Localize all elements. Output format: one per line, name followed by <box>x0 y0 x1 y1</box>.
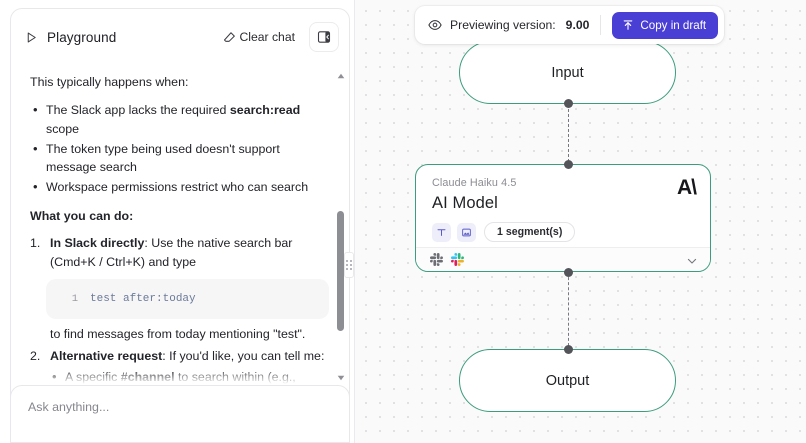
edge-input-to-model <box>567 104 569 162</box>
page-title: Playground <box>47 29 117 45</box>
toolbar-divider <box>600 15 602 35</box>
list-item: The Slack app lacks the required search:… <box>30 100 329 139</box>
step1-bold: In Slack directly <box>50 235 145 250</box>
preview-version-label: Previewing version: <box>450 18 556 32</box>
what-you-can-do-heading: What you can do: <box>30 209 134 224</box>
step2-sub-list: A specific #channel to search within (e.… <box>50 367 329 385</box>
caret-up-icon[interactable] <box>335 71 346 81</box>
ai-model-subtitle: Claude Haiku 4.5 <box>432 177 517 189</box>
step1-text: : Use the native search bar (Cmd+K / Ctr… <box>50 235 293 269</box>
upload-arrow-icon <box>622 19 634 31</box>
chevron-down-icon[interactable] <box>686 254 698 266</box>
list-item: Workspace permissions restrict who can s… <box>30 177 329 197</box>
slack-icon-gray[interactable] <box>430 253 443 266</box>
port-model-input[interactable] <box>563 160 573 169</box>
playground-panel: Playground Clear chat <box>0 0 352 443</box>
node-output[interactable]: Output <box>459 349 676 412</box>
cause-text: Workspace permissions restrict who can s… <box>46 180 309 195</box>
node-ai-model[interactable]: Claude Haiku 4.5 AI Model A\ 1 segment(s… <box>415 164 711 272</box>
ai-model-badges: 1 segment(s) <box>432 222 696 242</box>
clear-chat-button[interactable]: Clear chat <box>221 26 297 48</box>
chat-scrollbar[interactable] <box>335 71 346 383</box>
port-input-output[interactable] <box>563 99 573 108</box>
cause-list: The Slack app lacks the required search:… <box>30 100 329 197</box>
message-intro: This typically happens when: <box>30 75 189 89</box>
caret-down-icon[interactable] <box>335 373 346 383</box>
clear-chat-label: Clear chat <box>239 30 295 44</box>
ai-model-body: Claude Haiku 4.5 AI Model A\ 1 segment(s… <box>416 165 710 248</box>
code-content: test after:today <box>90 292 196 305</box>
text-type-icon[interactable] <box>432 222 451 242</box>
play-triangle-icon <box>25 31 38 44</box>
list-item: In Slack directly: Use the native search… <box>30 234 329 344</box>
list-item: A specific #channel to search within (e.… <box>50 367 329 385</box>
eraser-icon <box>223 31 236 44</box>
slack-icon-color[interactable] <box>451 253 464 266</box>
panel-resize-handle[interactable] <box>344 252 354 278</box>
node-output-label: Output <box>545 372 590 389</box>
steps-list: In Slack directly: Use the native search… <box>30 234 329 385</box>
list-item: Alternative request: If you'd like, you … <box>30 347 329 385</box>
drag-dots-icon <box>346 260 352 270</box>
preview-version-value: 9.00 <box>565 18 590 32</box>
chat-message-body: This typically happens when: The Slack a… <box>11 65 349 385</box>
port-output-input[interactable] <box>563 345 573 354</box>
copy-in-draft-button[interactable]: Copy in draft <box>612 11 719 39</box>
ai-model-title: AI Model <box>432 194 498 212</box>
step2-text: : If you'd like, you can tell me: <box>162 349 325 364</box>
step2-bold: Alternative request <box>50 349 163 364</box>
code-line-number: 1 <box>71 292 78 305</box>
collapse-panel-icon <box>317 30 331 44</box>
edge-model-to-output <box>567 272 569 346</box>
playground-title-group: Playground <box>25 30 221 45</box>
cause-tail: scope <box>46 121 80 136</box>
eye-icon <box>428 18 442 32</box>
port-model-output[interactable] <box>563 268 573 277</box>
flow-canvas[interactable]: Previewing version: 9.00 Copy in draft I… <box>354 0 806 443</box>
collapse-panel-button[interactable] <box>309 22 339 52</box>
scrollbar-thumb[interactable] <box>337 211 344 331</box>
list-item: The token type being used doesn't suppor… <box>30 139 329 178</box>
node-input[interactable]: Input <box>459 41 676 104</box>
segments-badge: 1 segment(s) <box>484 222 576 242</box>
playground-card: Playground Clear chat <box>10 8 350 443</box>
preview-toolbar: Previewing version: 9.00 Copy in draft <box>415 6 725 44</box>
copy-in-draft-label: Copy in draft <box>640 18 707 32</box>
step1-tail: to find messages from today mentioning "… <box>50 327 306 342</box>
sub-bold: #channel <box>120 369 175 384</box>
cause-text: The Slack app lacks the required <box>46 102 230 117</box>
anthropic-logo: A\ <box>677 176 697 199</box>
sub-before: A specific <box>65 369 121 384</box>
scrollbar-track[interactable] <box>337 83 344 371</box>
chat-input-placeholder[interactable]: Ask anything... <box>28 400 110 414</box>
image-type-icon[interactable] <box>457 222 476 242</box>
playground-header: Playground Clear chat <box>11 9 349 65</box>
node-input-label: Input <box>551 64 584 81</box>
chat-composer[interactable]: Ask anything... <box>10 385 350 443</box>
cause-text: The token type being used doesn't suppor… <box>46 141 280 175</box>
cause-bold: search:read <box>229 102 301 117</box>
code-block: 1 test after:today <box>46 278 329 320</box>
ai-model-footer <box>416 247 710 271</box>
